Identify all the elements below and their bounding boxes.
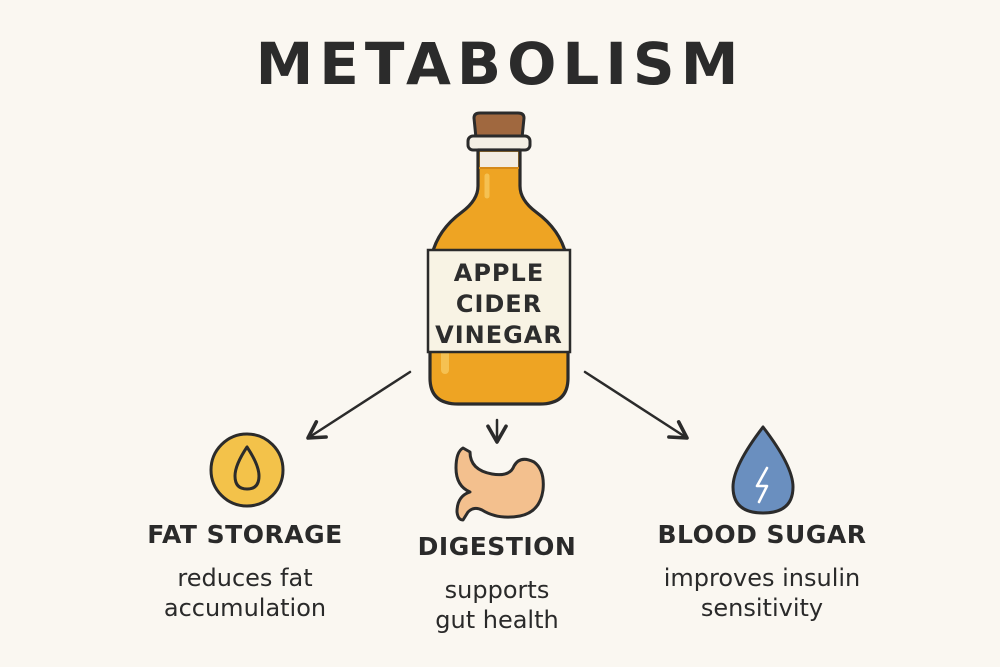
bottle-label-line: CIDER (455, 290, 543, 318)
blood-drop-bolt-icon (731, 425, 795, 515)
arrow-to-fat-storage (306, 370, 412, 440)
cork (472, 111, 526, 140)
effect-heading: DIGESTION (417, 532, 577, 561)
effect-description-line: sensitivity (700, 594, 824, 622)
effect-description: reduces fat accumulation (75, 563, 415, 623)
arrow-to-blood-sugar (583, 370, 689, 440)
bottle-label-line: APPLE (453, 259, 545, 287)
bottle-rim (466, 134, 532, 152)
effect-description-line: improves insulin (663, 564, 861, 592)
effect-digestion: DIGESTION supports gut health (327, 532, 667, 635)
bottle-label (426, 248, 572, 354)
bottle-label-text: APPLE CIDER VINEGAR (428, 258, 570, 351)
effect-heading: BLOOD SUGAR (657, 520, 867, 549)
effect-description: improves insulin sensitivity (592, 563, 932, 623)
effect-blood-sugar: BLOOD SUGAR improves insulin sensitivity (592, 520, 932, 623)
effect-description-line: gut health (435, 606, 559, 634)
effect-description: supports gut health (327, 575, 667, 635)
drop-icon (209, 432, 285, 508)
vinegar-bottle (426, 111, 572, 406)
effect-description-line: supports (444, 576, 550, 604)
stomach-icon (454, 446, 545, 522)
effect-fat-storage: FAT STORAGE reduces fat accumulation (75, 520, 415, 623)
bottle-label-line: VINEGAR (435, 321, 563, 349)
effect-description-line: accumulation (163, 594, 327, 622)
page-title: METABOLISM (255, 30, 745, 98)
effect-description-line: reduces fat (177, 564, 313, 592)
effect-heading: FAT STORAGE (147, 520, 343, 549)
